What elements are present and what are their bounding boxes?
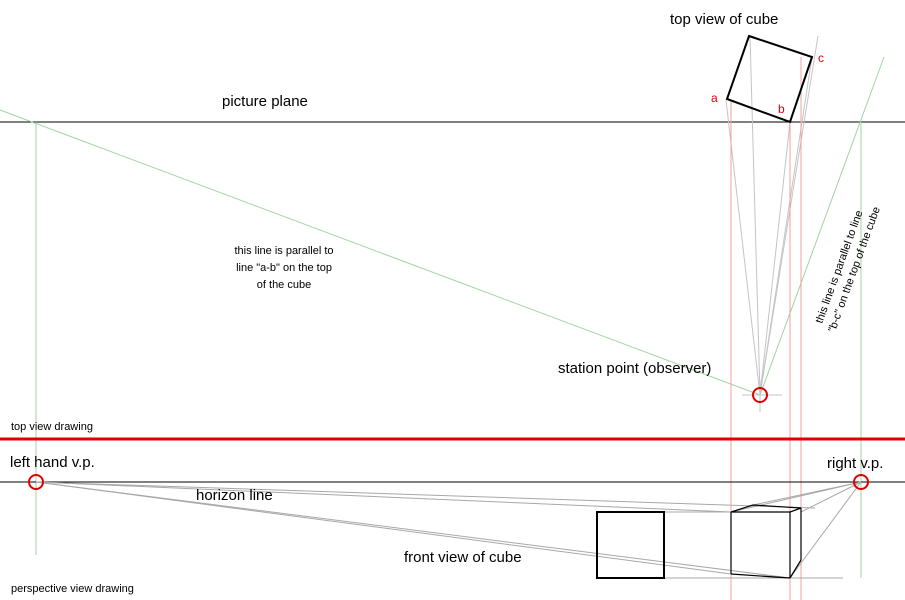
vl-right-top-back [752, 481, 862, 506]
sight-line-top [749, 35, 761, 396]
top-view-cube [725, 34, 814, 124]
perspective-view-drawing-label: perspective view drawing [11, 583, 134, 595]
right-vp-marker [853, 474, 869, 490]
vl-left-top-front [35, 481, 732, 513]
top-view-drawing-label: top view drawing [11, 421, 93, 433]
vl-left-bottom-front [35, 481, 732, 575]
sight-line-top-right [759, 35, 819, 396]
vl-left-top-back [35, 481, 816, 509]
top-view-of-cube-label: top view of cube [670, 11, 778, 28]
left-vp-marker [28, 474, 44, 490]
parallel-ab-line [0, 109, 761, 396]
perspective-cube [730, 504, 802, 579]
note-ab-line1: this line is parallel to [234, 245, 333, 257]
sight-line-a [725, 99, 761, 396]
horizon-line-label: horizon line [196, 487, 273, 504]
sight-line-b [759, 121, 791, 396]
note-ab-line2: line "a-b" on the top [236, 262, 332, 274]
right-vp-label: right v.p. [827, 455, 883, 472]
corner-b-label: b [778, 102, 785, 116]
picture-plane-label: picture plane [222, 93, 308, 110]
corner-c-label: c [818, 51, 824, 65]
front-view-cube [596, 511, 665, 579]
station-point-marker [752, 387, 768, 403]
corner-a-label: a [711, 91, 718, 105]
note-bc-group: this line is parallel to line "b-c" on t… [814, 205, 883, 334]
sight-lines [725, 35, 819, 412]
station-point-label: station point (observer) [558, 360, 711, 377]
green-construction-lines [0, 56, 885, 578]
vl-right-bottom [789, 481, 862, 579]
parallel-bc-line [759, 56, 885, 396]
vl-right-mid [800, 481, 862, 513]
left-vp-label: left hand v.p. [10, 454, 95, 471]
note-ab-line3: of the cube [257, 279, 311, 291]
front-view-of-cube-label: front view of cube [404, 549, 522, 566]
